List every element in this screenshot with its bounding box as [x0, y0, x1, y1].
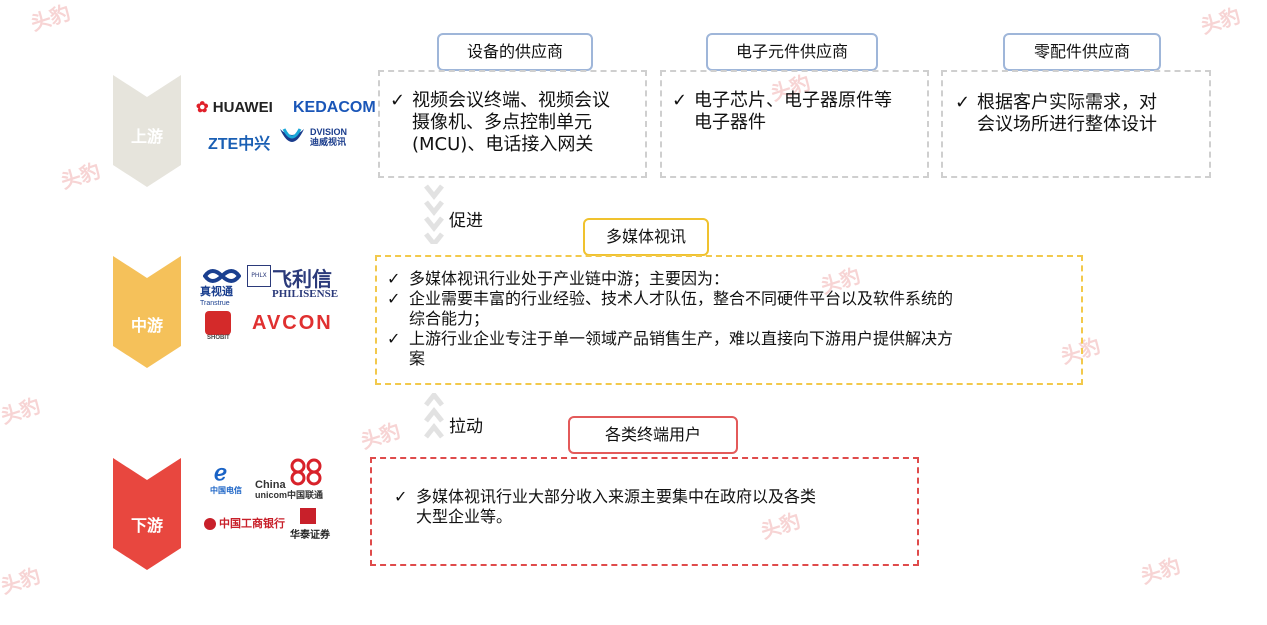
promote-arrow-icon: [424, 184, 444, 244]
shobit-logo: SHOBIT: [207, 335, 230, 341]
transtrue-logo: 真视通 Transtrue: [200, 286, 233, 308]
check-icon: ✓: [955, 92, 971, 113]
huawei-flower-icon: ✿: [196, 99, 209, 116]
parts-supplier-box: ✓ 根据客户实际需求，对 会议场所进行整体设计: [941, 70, 1211, 178]
dvision-logo: DVISION 迪威视讯: [310, 127, 348, 147]
mid-bullet-1: ✓ 多媒体视讯行业处于产业链中游；主要因为：: [387, 269, 730, 288]
dvision-icon: [278, 125, 306, 151]
electronic-component-box: ✓ 电子芯片、电子器原件等 电子器件: [660, 70, 929, 178]
icbc-icon: [204, 518, 216, 530]
header-electronic-component-supplier: 电子元件供应商: [706, 33, 878, 71]
philisense-cn-logo: 飞利信: [272, 269, 332, 291]
equipment-supplier-box: ✓ 视频会议终端、视频会议 摄像机、多点控制单元 (MCU)、电话接入网关: [378, 70, 647, 178]
avcon-logo: AVCON: [252, 312, 333, 334]
header-parts-supplier: 零配件供应商: [1003, 33, 1161, 71]
check-icon: ✓: [387, 289, 401, 308]
huatai-icon: [300, 508, 316, 524]
component-bullet: ✓ 电子芯片、电子器原件等 电子器件: [672, 90, 892, 133]
upstream-label: 上游: [130, 127, 163, 146]
equipment-bullet: ✓ 视频会议终端、视频会议 摄像机、多点控制单元 (MCU)、电话接入网关: [390, 90, 610, 155]
transtrue-icon: [202, 266, 242, 286]
check-icon: ✓: [387, 329, 401, 348]
icbc-logo: 中国工商银行: [219, 518, 285, 530]
watermark: 头豹: [0, 393, 44, 429]
downstream-label: 下游: [130, 516, 163, 535]
unicom-icon: [288, 458, 324, 486]
header-multimedia-video: 多媒体视讯: [583, 218, 709, 256]
huatai-logo: 华泰证券: [290, 530, 330, 541]
philisense-logo: PHILISENSE: [272, 288, 339, 300]
pull-arrow-icon: [424, 393, 444, 439]
parts-bullet: ✓ 根据客户实际需求，对 会议场所进行整体设计: [955, 92, 1157, 135]
header-equipment-supplier: 设备的供应商: [437, 33, 593, 71]
check-icon: ✓: [387, 269, 401, 288]
watermark: 头豹: [27, 0, 74, 36]
mid-bullet-3: ✓ 上游行业企业专注于单一领域产品销售生产，难以直接向下游用户提供解决方 案: [387, 329, 954, 368]
watermark: 头豹: [357, 418, 404, 454]
watermark: 头豹: [57, 158, 104, 194]
midstream-box: ✓ 多媒体视讯行业处于产业链中游；主要因为： ✓ 企业需要丰富的行业经验、技术人…: [375, 255, 1083, 385]
header-end-users: 各类终端用户: [568, 416, 738, 454]
shobit-icon: [205, 311, 231, 335]
downstream-chevron: [113, 458, 181, 570]
promote-label: 促进: [449, 211, 483, 231]
philisense-icon: PHLX: [247, 265, 271, 287]
watermark: 头豹: [0, 563, 44, 599]
china-unicom-logo: China unicom中国联通: [255, 479, 324, 501]
upstream-chevron: [113, 75, 181, 187]
watermark: 头豹: [1137, 553, 1184, 589]
huawei-logo: ✿ HUAWEI: [196, 99, 273, 116]
zte-logo: ZTE中兴: [208, 136, 271, 153]
check-icon: ✓: [394, 487, 408, 506]
china-telecom-icon: ℯ: [214, 460, 228, 485]
check-icon: ✓: [390, 90, 406, 111]
down-bullet-1: ✓ 多媒体视讯行业大部分收入来源主要集中在政府以及各类 大型企业等。: [394, 487, 817, 526]
pull-label: 拉动: [449, 417, 483, 437]
downstream-box: ✓ 多媒体视讯行业大部分收入来源主要集中在政府以及各类 大型企业等。: [370, 457, 919, 566]
midstream-label: 中游: [130, 316, 163, 335]
kedacom-logo: KEDACOM: [293, 99, 376, 116]
mid-bullet-2: ✓ 企业需要丰富的行业经验、技术人才队伍，整合不同硬件平台以及软件系统的 综合能…: [387, 289, 954, 328]
check-icon: ✓: [672, 90, 688, 111]
watermark: 头豹: [1197, 3, 1244, 39]
midstream-chevron: [113, 256, 181, 368]
china-telecom-logo: 中国电信: [210, 486, 242, 495]
